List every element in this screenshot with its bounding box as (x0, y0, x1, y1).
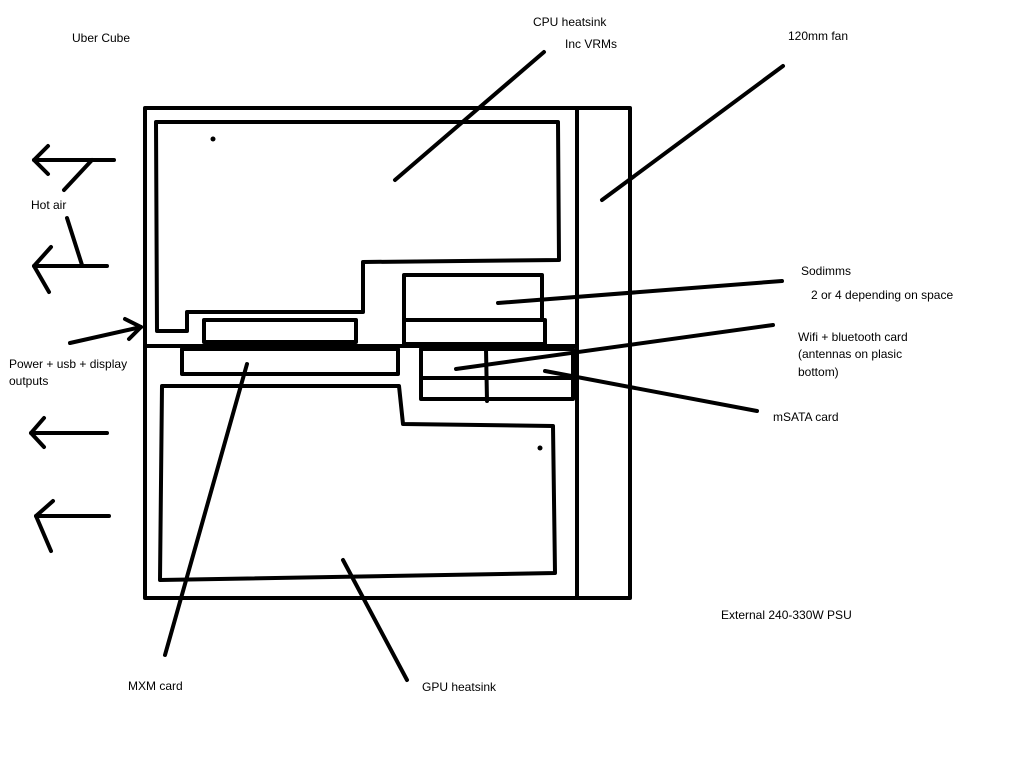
power-io-label-line2: outputs (9, 374, 49, 388)
cpu-heatsink-outline (154, 120, 561, 333)
gpu-mount-dot (537, 445, 543, 451)
leader-hot-air-upper (62, 158, 94, 192)
inc-vrms-label: Inc VRMs (565, 37, 618, 51)
hot-air-arrow-3 (29, 416, 109, 449)
psu-label: External 240-330W PSU (721, 608, 852, 622)
power-io-label-line1: Power + usb + display (9, 357, 128, 371)
sodimm-slot-upper (402, 273, 544, 322)
mxm-card-strip (180, 347, 400, 376)
power-io-arrow (68, 317, 143, 345)
leader-cpu-heatsink (393, 50, 546, 182)
mxm-label: MXM card (128, 679, 183, 693)
wifi-msata-vertical (484, 347, 489, 403)
leader-wifi (454, 323, 775, 371)
leader-hot-air-lower (65, 216, 84, 267)
msata-label: mSATA card (773, 410, 839, 424)
board-connector-upper (202, 318, 358, 344)
hot-air-arrow-1 (32, 144, 116, 176)
outer-case (143, 106, 632, 600)
leader-sodimms (496, 279, 784, 305)
gpu-heatsink-outline (158, 384, 557, 582)
gpu-heatsink-label: GPU heatsink (422, 680, 497, 694)
sodimms-label: Sodimms (801, 264, 852, 278)
hot-air-arrow-4 (34, 499, 111, 553)
sodimms-note-label: 2 or 4 depending on space (811, 288, 954, 302)
fan-label: 120mm fan (788, 29, 849, 43)
hot-air-label: Hot air (31, 198, 67, 212)
leader-msata (543, 369, 759, 413)
wifi-msata-box (419, 347, 575, 401)
wifi-label-line3: bottom) (798, 365, 839, 379)
wifi-label-line2: (antennas on plasic (798, 347, 903, 361)
cpu-mount-dot (210, 136, 216, 142)
leader-gpu-heatsink (341, 558, 409, 682)
cpu-heatsink-label: CPU heatsink (533, 15, 607, 29)
diagram-title: Uber Cube (72, 31, 131, 45)
leader-mxm (163, 362, 249, 657)
wifi-label-line1: Wifi + bluetooth card (798, 330, 908, 344)
sodimm-slot-lower (402, 318, 547, 346)
hot-air-arrow-2 (32, 245, 109, 294)
leader-fan (600, 64, 785, 202)
